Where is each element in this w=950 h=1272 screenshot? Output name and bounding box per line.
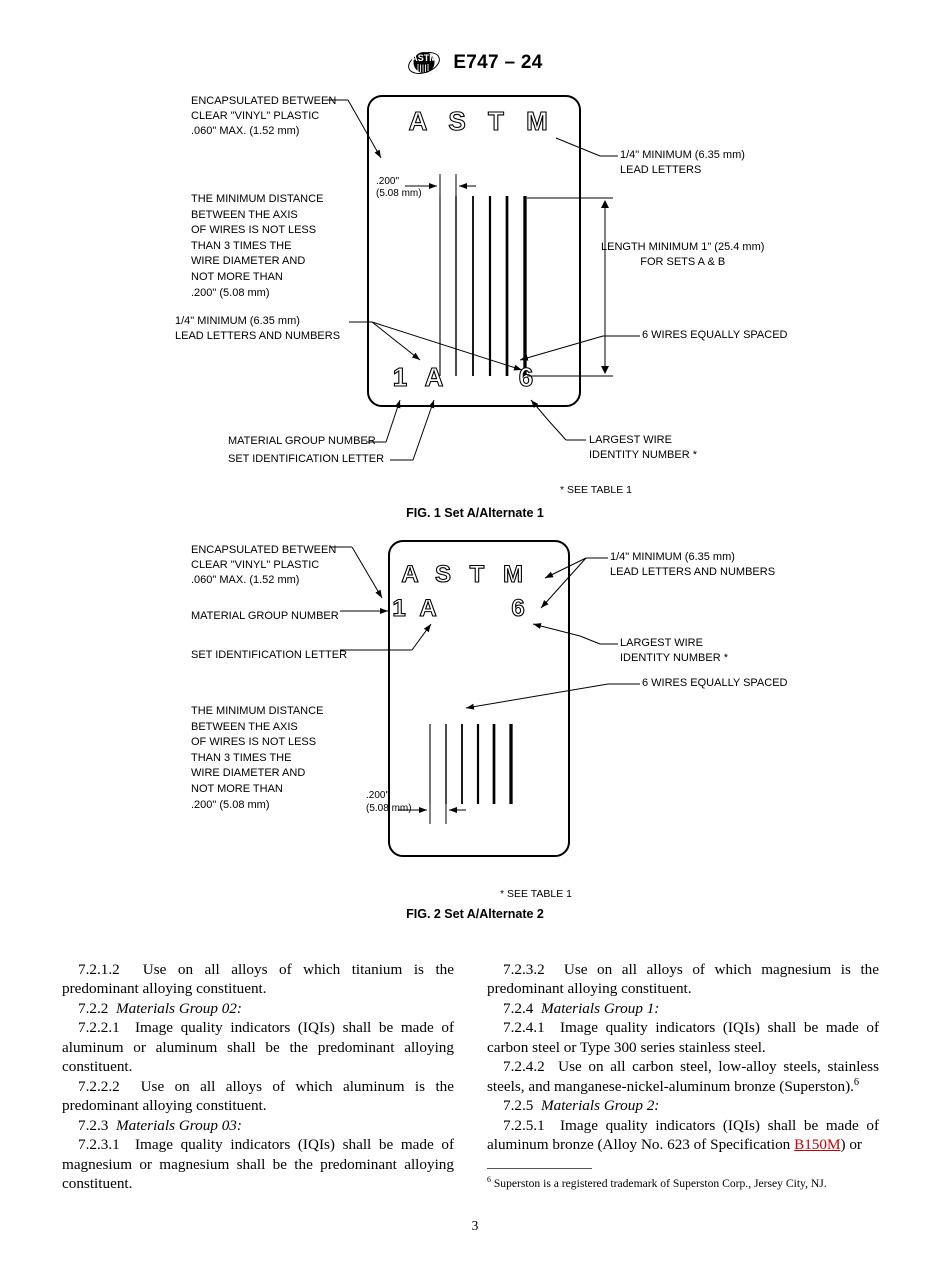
body-column-right: 7.2.3.2 Use on all alloys of which magne… — [487, 960, 879, 1155]
annotation-six-wires-1: 6 WIRES EQUALLY SPACED — [642, 329, 788, 341]
paragraph-heading: 7.2.2 Materials Group 02: — [78, 999, 242, 1017]
annotation-encapsulated-1: ENCAPSULATED BETWEEN CLEAR "VINYL" PLAST… — [191, 95, 337, 137]
length-dimension — [527, 197, 613, 377]
spacing-dim-label-2: (5.08 mm) — [376, 188, 422, 199]
wire-spacing-dimension-2 — [398, 794, 466, 824]
figure-1: A S T M .200" (5.08 mm) — [0, 88, 950, 520]
plaque-wires — [439, 196, 527, 376]
footnote-marker: 6 — [853, 1076, 860, 1088]
specification-link[interactable]: B150M — [794, 1136, 841, 1154]
annotation-lead-letters-numbers-2: 1/4" MINIMUM (6.35 mm) LEAD LETTERS AND … — [610, 551, 776, 578]
annotation-min-distance-1: THE MINIMUM DISTANCE BETWEEN THE AXIS OF… — [191, 193, 324, 299]
svg-text:S: S — [435, 561, 451, 588]
paragraph: 7.2.1.2 Use on all alloys of which titan… — [62, 961, 454, 998]
paragraph-heading: 7.2.5 Materials Group 2: — [503, 1097, 660, 1115]
annotation-length-minimum-1: LENGTH MINIMUM 1" (25.4 mm) FOR SETS A &… — [601, 241, 765, 268]
svg-text:A: A — [425, 362, 444, 392]
svg-text:T: T — [470, 561, 485, 588]
svg-text:1: 1 — [392, 595, 405, 622]
paragraph-heading: 7.2.4 Materials Group 1: — [503, 999, 660, 1017]
figure-1-drawing: A S T M .200" (5.08 mm) — [327, 95, 640, 461]
annotation-min-distance-2: THE MINIMUM DISTANCE BETWEEN THE AXIS OF… — [191, 705, 324, 811]
standard-designation: E747 – 24 — [453, 52, 543, 73]
page-number: 3 — [471, 1218, 479, 1233]
annotation-largest-wire-1: LARGEST WIRE IDENTITY NUMBER * — [589, 434, 697, 461]
svg-text:A: A — [401, 561, 418, 588]
plaque-id-characters: 1 A 6 — [392, 361, 534, 392]
paragraph: 7.2.3.1 Image quality indicators (IQIs) … — [62, 1136, 454, 1192]
annotation-material-group-2: MATERIAL GROUP NUMBER — [191, 610, 339, 622]
annotation-set-identification-1: SET IDENTIFICATION LETTER — [228, 453, 385, 465]
svg-text:A: A — [419, 595, 436, 622]
wire-spacing-dimension — [405, 174, 476, 206]
annotation-set-identification-2: SET IDENTIFICATION LETTER — [191, 649, 348, 661]
annotation-six-wires-2: 6 WIRES EQUALLY SPACED — [642, 677, 788, 689]
page-header: ASTM E747 – 24 — [0, 48, 950, 78]
footnote-text: 6 Superston is a registered trademark of… — [487, 1175, 827, 1190]
annotation-largest-wire-2: LARGEST WIRE IDENTITY NUMBER * — [620, 637, 728, 664]
svg-text:ASTM: ASTM — [412, 53, 438, 63]
paragraph: 7.2.4.1 Image quality indicators (IQIs) … — [487, 1019, 879, 1056]
paragraph-heading: 7.2.3 Materials Group 03: — [78, 1116, 242, 1134]
annotation-encapsulated-2: ENCAPSULATED BETWEEN CLEAR "VINYL" PLAST… — [191, 544, 337, 586]
annotation-material-group-1: MATERIAL GROUP NUMBER — [228, 435, 376, 447]
iqi-plaque-outline-2 — [388, 540, 570, 857]
svg-text:M: M — [503, 561, 523, 588]
body-columns: 7.2.1.2 Use on all alloys of which titan… — [0, 960, 950, 1230]
svg-text:6: 6 — [519, 362, 533, 392]
svg-text:A: A — [409, 106, 428, 136]
svg-text:1: 1 — [393, 362, 407, 392]
figure-2-drawing: A S T M 1 A 6 — [330, 540, 640, 857]
body-column-left: 7.2.1.2 Use on all alloys of which titan… — [62, 960, 454, 1193]
paragraph: 7.2.2.1 Image quality indicators (IQIs) … — [62, 1019, 454, 1076]
astm-logo-icon: ASTM — [408, 52, 441, 74]
footnote-block: 6 Superston is a registered trademark of… — [487, 1168, 879, 1191]
annotation-lead-letters-1: 1/4" MINIMUM (6.35 mm) LEAD LETTERS — [620, 149, 745, 176]
paragraph: 7.2.3.2 Use on all alloys of which magne… — [487, 961, 879, 998]
svg-text:6: 6 — [511, 595, 524, 622]
footnote-rule — [487, 1168, 592, 1169]
svg-text:S: S — [448, 106, 465, 136]
footnote-number: 6 — [487, 1175, 491, 1185]
figure-2-caption: FIG. 2 Set A/Alternate 2 — [406, 907, 544, 921]
plaque-lead-letters: A S T M — [408, 105, 548, 136]
plaque-wires-2 — [429, 724, 513, 804]
iqi-plaque-outline — [367, 95, 581, 407]
paragraph: 7.2.5.1 Image quality indicators (IQIs) … — [487, 1116, 879, 1154]
svg-text:M: M — [526, 106, 548, 136]
see-table-note-2: * SEE TABLE 1 — [500, 888, 572, 900]
plaque-id-characters-2: 1 A 6 — [392, 594, 525, 622]
spacing-dim-label-1: .200" — [376, 176, 399, 187]
svg-text:T: T — [488, 106, 504, 136]
plaque-lead-letters-2: A S T M — [401, 560, 524, 588]
spacing-dim-label-2: .200" (5.08 mm) — [366, 790, 412, 814]
paragraph: 7.2.4.2 Use on all carbon steel, low-all… — [487, 1058, 879, 1095]
see-table-note-1: * SEE TABLE 1 — [560, 484, 632, 496]
figure-1-caption: FIG. 1 Set A/Alternate 1 — [406, 506, 544, 520]
annotation-lead-letters-numbers-1: 1/4" MINIMUM (6.35 mm) LEAD LETTERS AND … — [175, 315, 341, 342]
paragraph: 7.2.2.2 Use on all alloys of which alumi… — [62, 1077, 455, 1115]
figure-2: A S T M 1 A 6 — [0, 536, 950, 921]
